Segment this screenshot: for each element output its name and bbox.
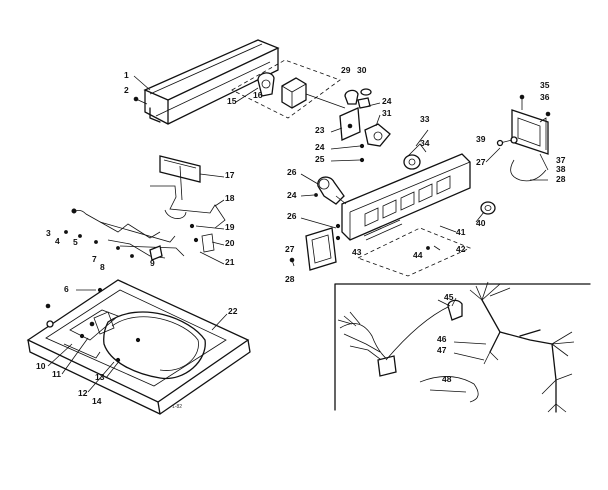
callout-6: 6: [64, 284, 69, 294]
lid-switch-assembly: [64, 155, 226, 261]
callout-40: 38: [556, 164, 566, 174]
callout-15: 15: [227, 96, 237, 106]
timer-knob: [314, 176, 347, 205]
callout-25: 25: [315, 154, 325, 164]
lens-bracket: [289, 227, 337, 271]
callout-33: 30: [357, 65, 367, 75]
callout-35: 33: [420, 114, 430, 124]
callout-20: 20: [225, 238, 235, 248]
callout-46: 44: [413, 250, 423, 260]
callout-39: 37: [556, 155, 566, 165]
right-switch-bracket: [496, 94, 551, 182]
callout-24c: 24: [287, 190, 297, 200]
timer-assembly: [231, 59, 346, 119]
callout-27: 28: [556, 174, 566, 184]
console-top: [133, 39, 280, 125]
callout-24a: 24: [382, 96, 392, 106]
callout-47: 45: [444, 292, 454, 302]
callout-50: 48: [442, 374, 452, 384]
callout-21: 21: [225, 257, 235, 267]
callout-44: 42: [456, 244, 466, 254]
callout-22: 22: [228, 306, 238, 316]
callout-34: 31: [382, 108, 392, 118]
callout-42: 40: [476, 218, 486, 228]
callout-9: 9: [150, 258, 155, 268]
callout-2: 2: [124, 85, 129, 95]
callout-8: 8: [100, 262, 105, 272]
panel-screws: [335, 223, 341, 241]
callout-38: 36: [540, 92, 550, 102]
switch-bracket: [339, 88, 391, 163]
callout-28: 26: [287, 211, 297, 221]
control-panel: [341, 153, 471, 241]
callout-1: 1: [124, 70, 129, 80]
callout-12: 12: [78, 388, 88, 398]
callout-14: 14: [92, 396, 102, 406]
callout-17: 17: [225, 170, 235, 180]
callout-5: 5: [73, 237, 78, 247]
callout-3: 3: [46, 228, 51, 238]
washer-top: 1-82: [26, 279, 251, 415]
callout-36: 34: [420, 138, 430, 148]
callout-7: 7: [92, 254, 97, 264]
leader-lines: [47, 75, 549, 393]
callout-18: 18: [225, 193, 235, 203]
callout-13: 13: [95, 372, 105, 382]
lower-dashed-box: [356, 227, 472, 277]
callout-23: 23: [315, 125, 325, 135]
callout-45: 43: [352, 247, 362, 257]
callout-30: 28: [285, 274, 295, 284]
selector-knob: [480, 201, 496, 215]
knob-assembly: [403, 129, 429, 170]
footer-code: 1-82: [172, 404, 182, 410]
callout-48: 46: [437, 334, 447, 344]
callout-10: 10: [36, 361, 46, 371]
callout-41: 39: [476, 134, 486, 144]
callout-37: 35: [540, 80, 550, 90]
wiring-harness-box: [334, 281, 591, 413]
callout-49: 47: [437, 345, 447, 355]
callout-labels: 1 2 15 16 29 30 24 31 23 24 25 26 24 33 …: [36, 65, 566, 406]
callout-19: 19: [225, 222, 235, 232]
callout-31: 27: [476, 157, 486, 167]
callout-29: 27: [285, 244, 295, 254]
callout-16: 16: [253, 90, 263, 100]
callout-43: 41: [456, 227, 466, 237]
callout-26: 26: [287, 167, 297, 177]
callout-32: 29: [341, 65, 351, 75]
callout-24b: 24: [315, 142, 325, 152]
callout-4: 4: [55, 236, 60, 246]
callout-11: 11: [52, 369, 61, 379]
